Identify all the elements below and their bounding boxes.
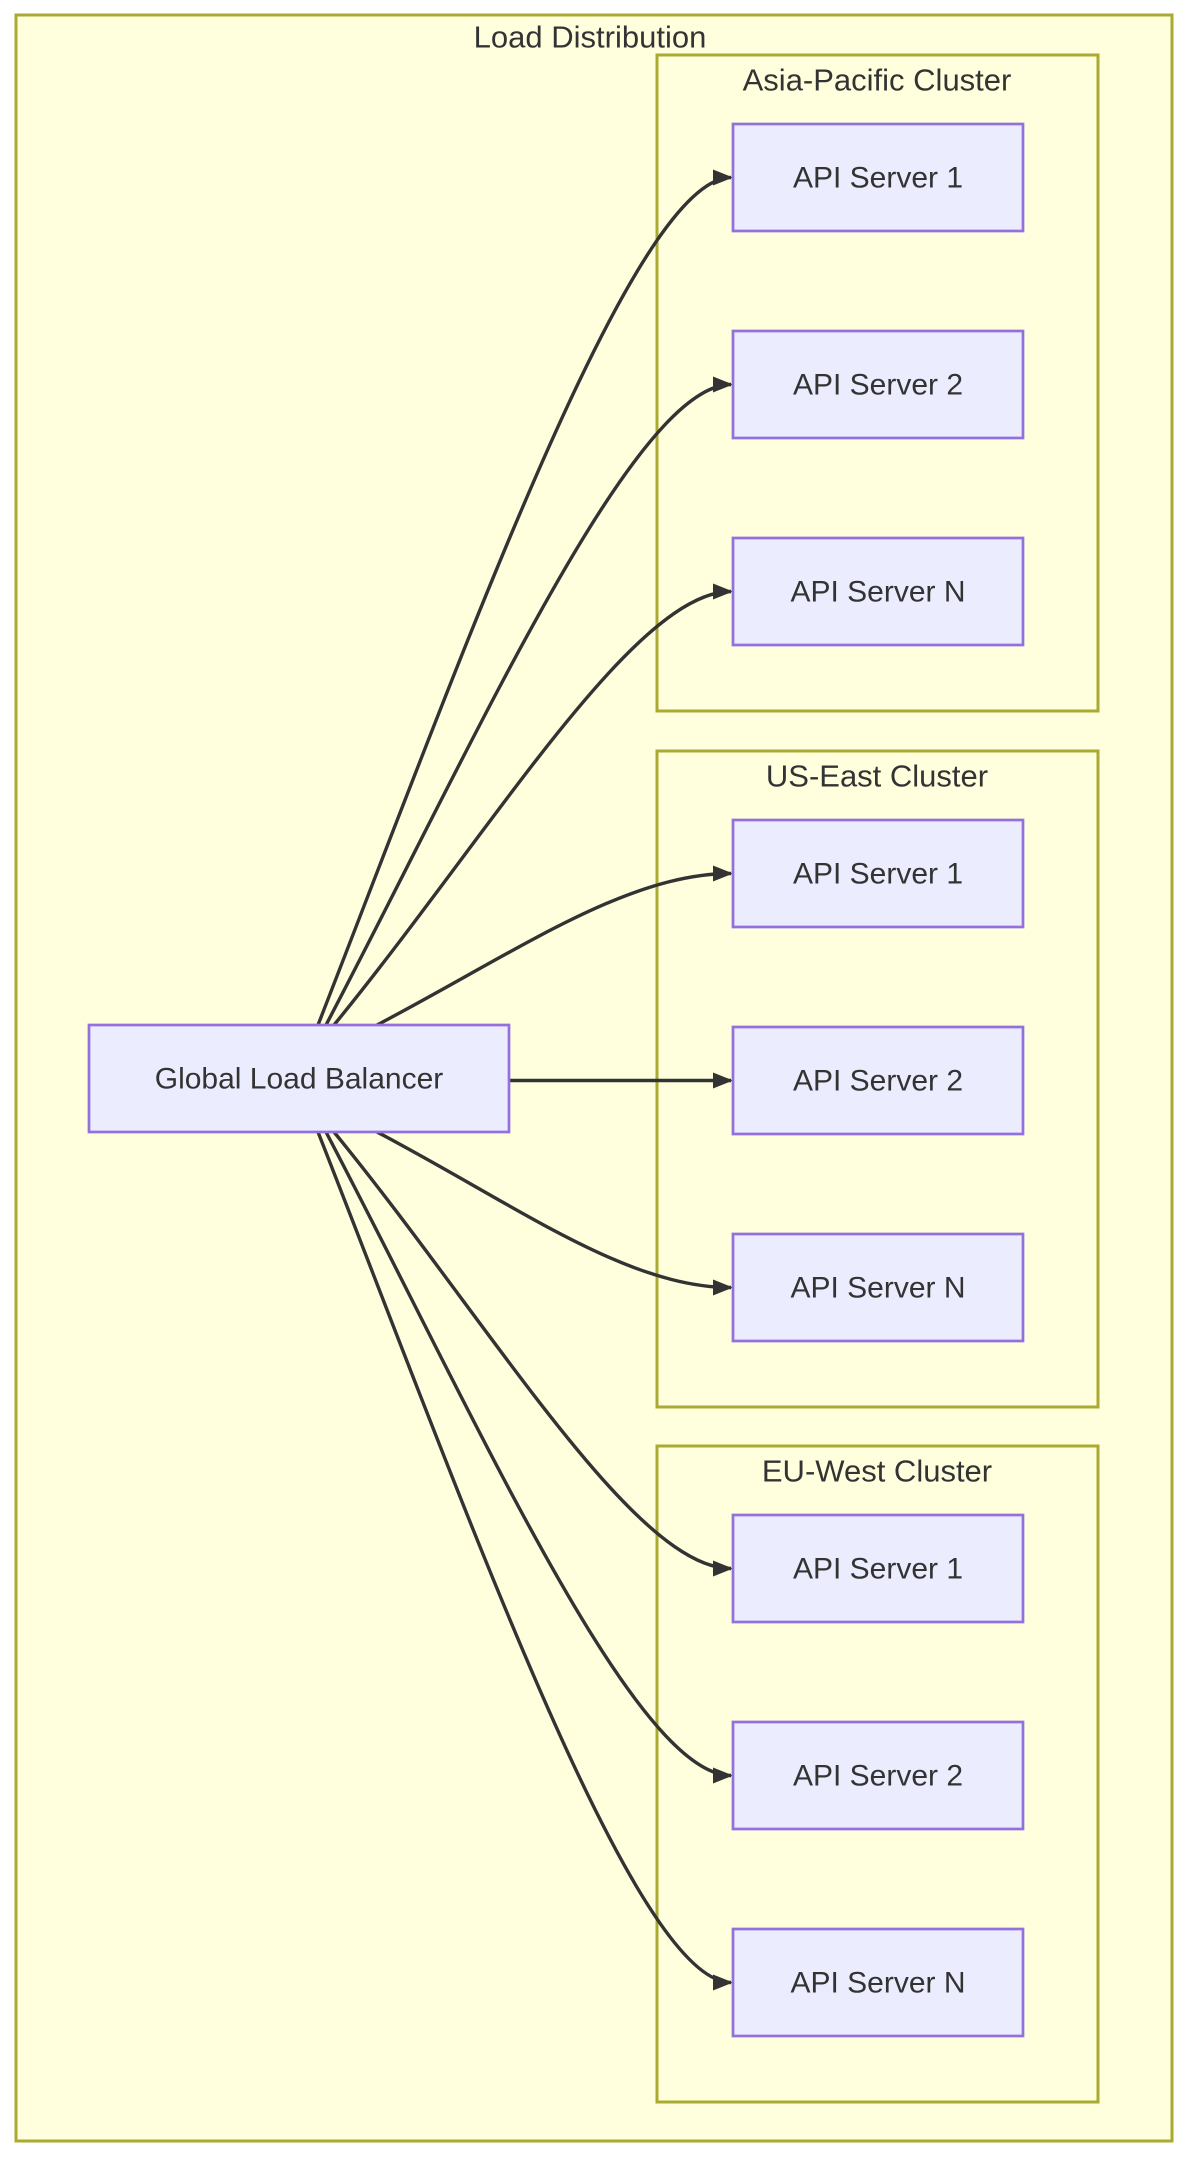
node-useast-server1-box: [731, 818, 1025, 929]
cluster-asia-pacific-title: Asia-Pacific Cluster: [743, 63, 1012, 98]
edge-glb-to-apac-server2: [324, 376, 733, 1026]
node-euwest-serverN-box: [731, 1927, 1025, 2038]
node-useast-server1-label: API Server 1: [793, 858, 963, 891]
node-apac-server1-box: [731, 122, 1025, 233]
diagram-title: Load Distribution: [474, 20, 707, 55]
node-apac-server2-label: API Server 2: [793, 369, 963, 402]
node-useast-server2: API Server 2: [731, 1025, 1025, 1136]
node-apac-serverN-box: [731, 536, 1025, 647]
node-euwest-serverN: API Server N: [731, 1927, 1025, 2038]
node-euwest-server2-box: [731, 1720, 1025, 1831]
node-useast-serverN: API Server N: [731, 1232, 1025, 1343]
node-euwest-server1: API Server 1: [731, 1513, 1025, 1624]
node-apac-server1-label: API Server 1: [793, 162, 963, 195]
edge-glb-to-euwest-server2: [324, 1131, 733, 1784]
node-global-load-balancer-label: Global Load Balancer: [155, 1063, 444, 1096]
node-apac-serverN: API Server N: [731, 536, 1025, 647]
cluster-us-east-title: US-East Cluster: [766, 759, 988, 794]
node-apac-server2-box: [731, 329, 1025, 440]
node-apac-server1: API Server 1: [731, 122, 1025, 233]
cluster-eu-west-title: EU-West Cluster: [762, 1454, 992, 1489]
edge-glb-to-useast-server1: [376, 865, 733, 1027]
node-apac-server2: API Server 2: [731, 329, 1025, 440]
node-useast-server1: API Server 1: [731, 818, 1025, 929]
node-global-load-balancer-box: [87, 1023, 511, 1134]
node-useast-serverN-label: API Server N: [790, 1272, 965, 1305]
node-apac-serverN-label: API Server N: [790, 576, 965, 609]
edge-glb-to-euwest-serverN: [316, 1131, 733, 1991]
edge-glb-to-apac-server1: [316, 169, 733, 1026]
node-useast-server2-box: [731, 1025, 1025, 1136]
edge-glb-to-euwest-server1: [332, 1130, 733, 1577]
node-euwest-serverN-label: API Server N: [790, 1967, 965, 2000]
edge-glb-to-useast-serverN: [376, 1130, 733, 1296]
node-euwest-server2-label: API Server 2: [793, 1760, 963, 1793]
node-useast-serverN-box: [731, 1232, 1025, 1343]
node-global-load-balancer: Global Load Balancer: [87, 1023, 511, 1134]
node-euwest-server1-label: API Server 1: [793, 1553, 963, 1586]
edge-glb-to-apac-serverN: [332, 583, 733, 1027]
node-euwest-server1-box: [731, 1513, 1025, 1624]
node-euwest-server2: API Server 2: [731, 1720, 1025, 1831]
node-useast-server2-label: API Server 2: [793, 1065, 963, 1098]
